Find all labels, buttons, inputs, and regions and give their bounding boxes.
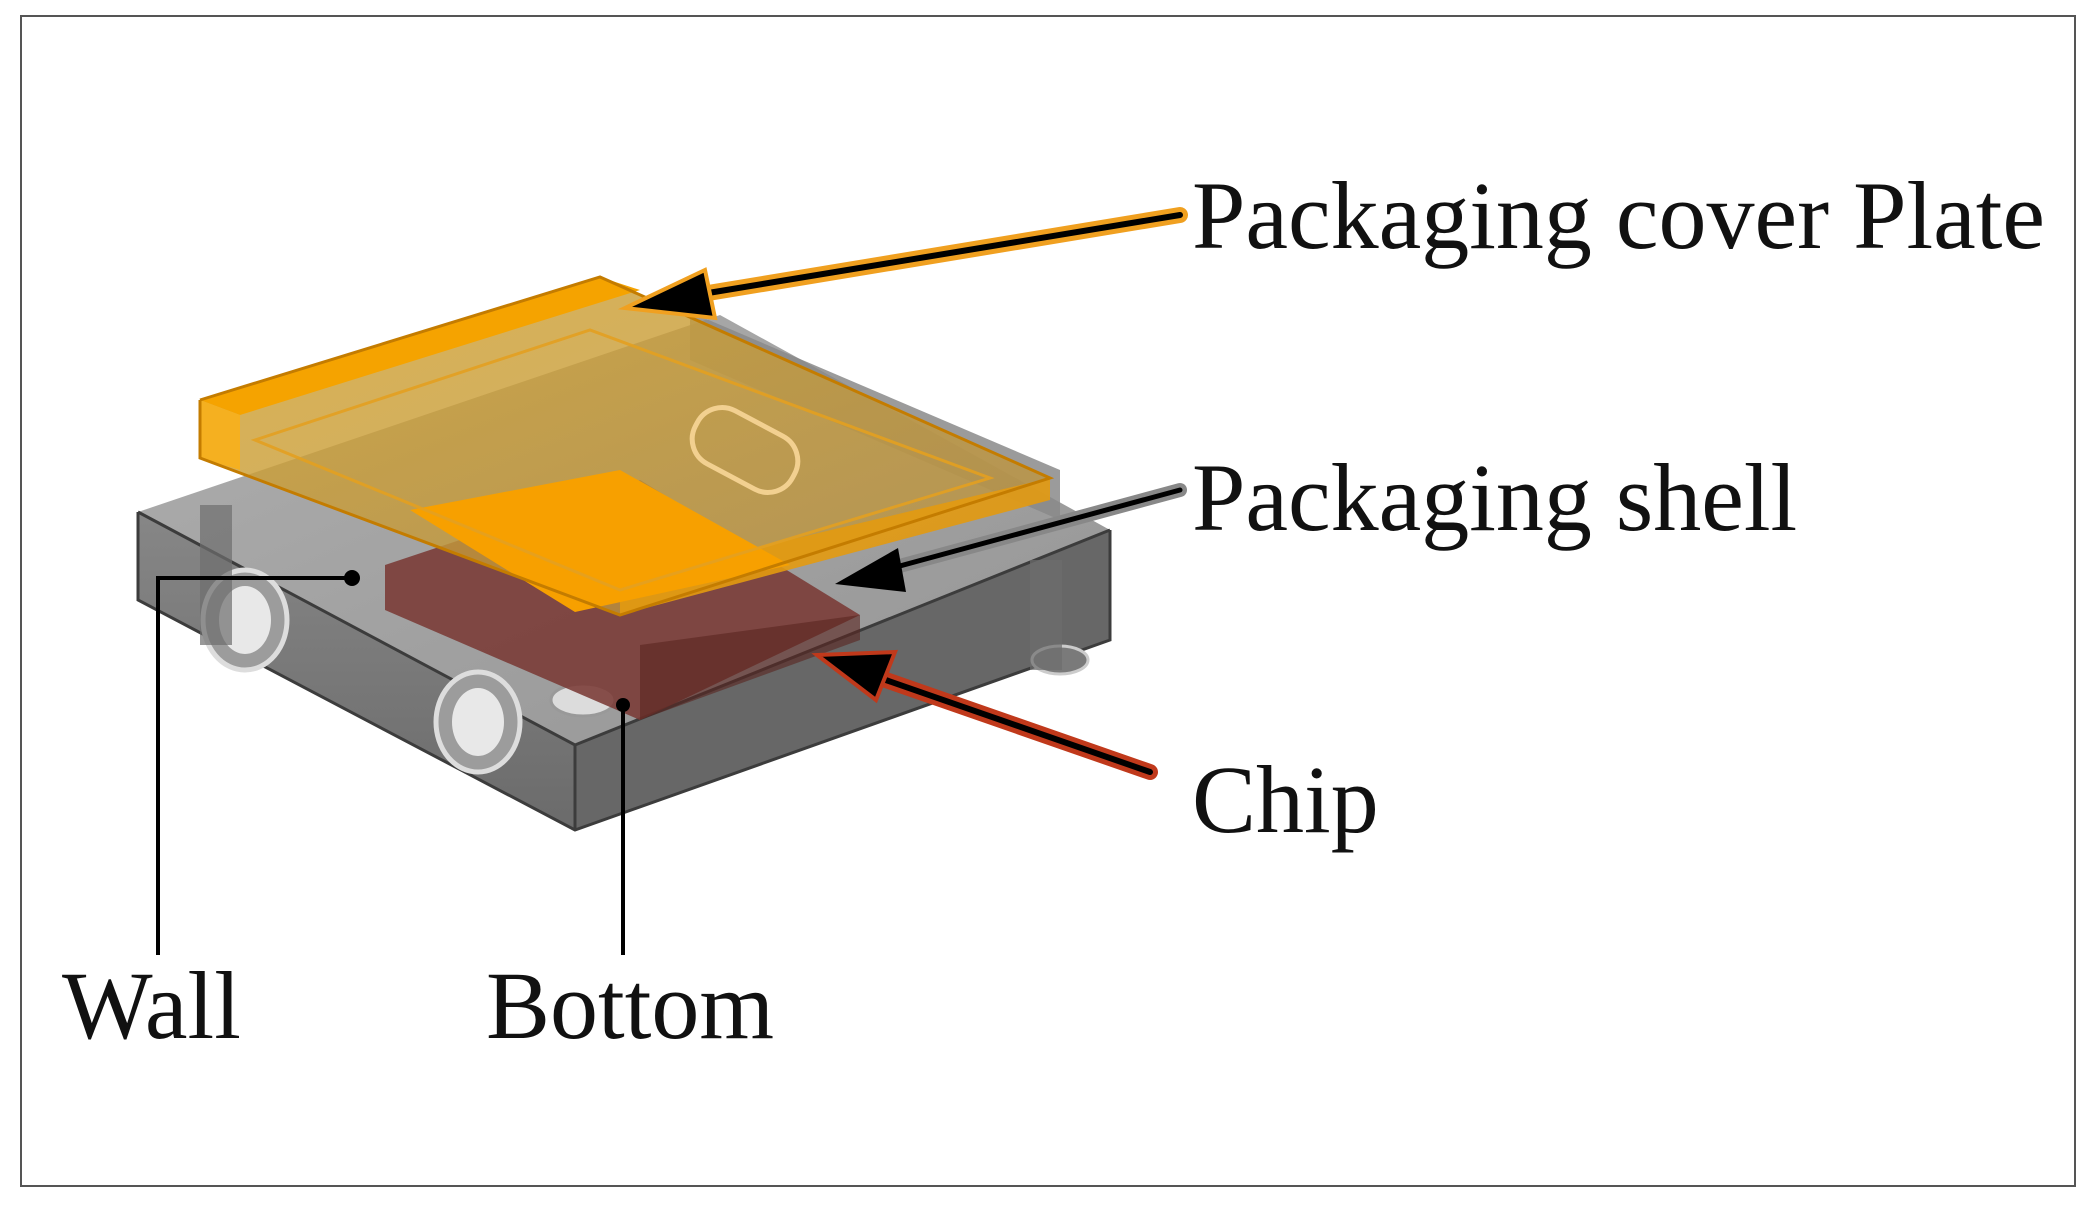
wall-leader: [156, 570, 360, 955]
wall-label: Wall: [62, 952, 241, 1059]
bottom-leader: [616, 698, 630, 955]
bottom-label: Bottom: [486, 952, 775, 1059]
chip-label: Chip: [1192, 746, 1379, 853]
chip-arrow: [811, 649, 1158, 780]
shell-arrow: [835, 483, 1187, 592]
cover-plate-arrow: [617, 207, 1188, 321]
cover-plate-label: Packaging cover Plate: [1192, 162, 2046, 269]
packaging-cover-plate: [198, 275, 1055, 617]
shell-label: Packaging shell: [1192, 444, 1798, 551]
